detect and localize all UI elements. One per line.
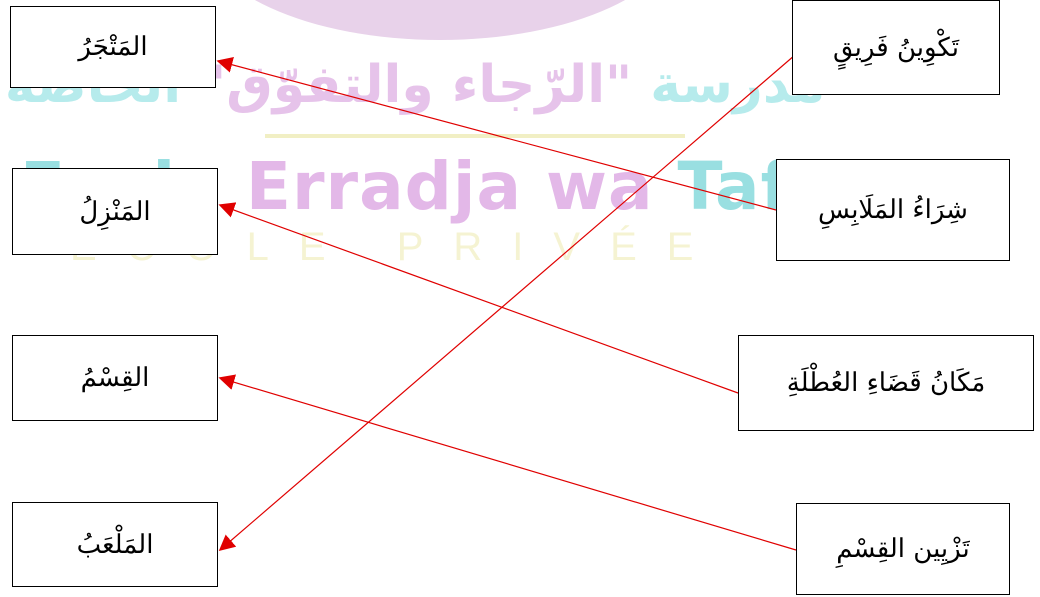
left-box-store[interactable]: المَتْجَرُ (10, 6, 216, 88)
right-box-decorating-class[interactable]: تَزْيِين القِسْمِ (796, 503, 1010, 595)
right-box-buying-clothes[interactable]: شِرَاءُ المَلَابِسِ (776, 159, 1010, 261)
right-box-label: شِرَاءُ المَلَابِسِ (818, 195, 968, 225)
right-box-vacation-place[interactable]: مَكَانُ قَضَاءِ العُطْلَةِ (738, 335, 1034, 431)
connection-arrow-3 (218, 374, 797, 551)
left-box-label: القِسْمُ (80, 363, 150, 393)
connection-arrow-2 (218, 202, 739, 394)
left-box-label: المَتْجَرُ (78, 32, 148, 62)
left-box-label: المَلْعَبُ (76, 529, 154, 560)
right-box-team-building[interactable]: تَكْوِينُ فَرِيقٍ (792, 0, 1000, 95)
left-box-classroom[interactable]: القِسْمُ (12, 335, 218, 421)
connection-arrow-0 (218, 54, 796, 552)
right-box-label: تَكْوِينُ فَرِيقٍ (833, 32, 960, 63)
left-box-label: المَنْزِلُ (79, 196, 151, 227)
connection-arrow-1 (216, 56, 777, 211)
right-box-label: مَكَانُ قَضَاءِ العُطْلَةِ (786, 368, 986, 398)
left-box-house[interactable]: المَنْزِلُ (12, 168, 218, 255)
left-box-stadium[interactable]: المَلْعَبُ (12, 502, 218, 587)
right-box-label: تَزْيِين القِسْمِ (836, 534, 970, 564)
